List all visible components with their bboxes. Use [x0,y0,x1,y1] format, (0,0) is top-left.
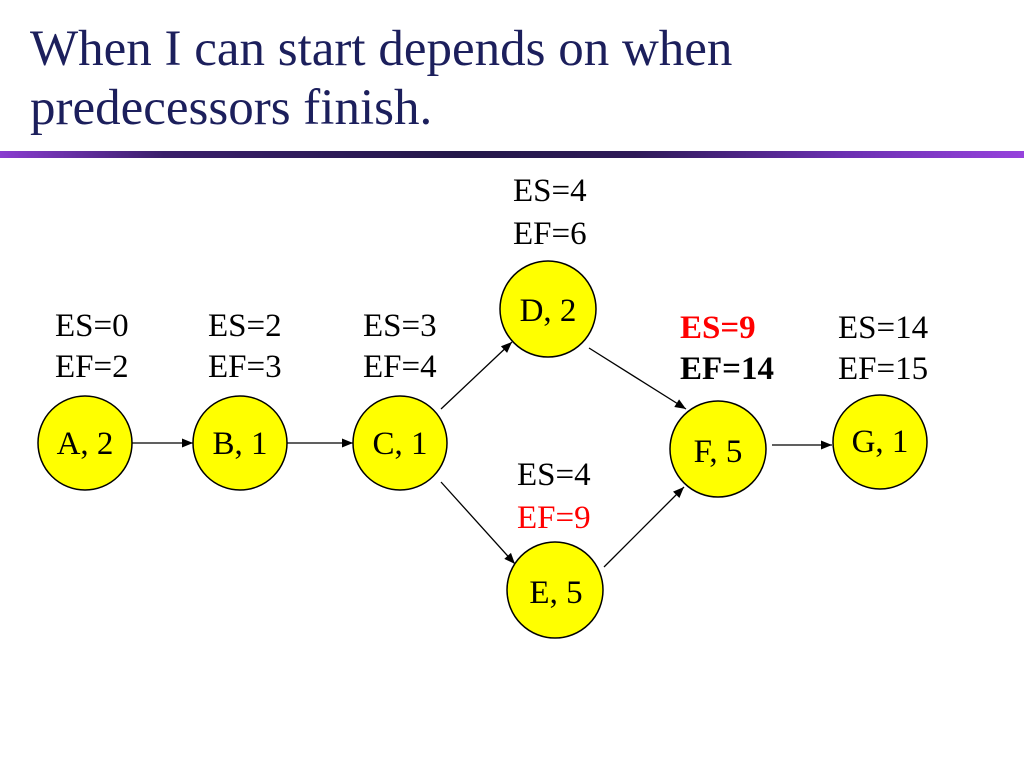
edge-e-f [603,486,685,568]
node-g-ef: EF=15 [838,351,928,387]
node-a: A, 2 ES=0 EF=2 [37,308,133,491]
node-b-ef: EF=3 [208,349,282,385]
node-c-es: ES=3 [363,308,437,344]
node-g: G, 1 ES=14 EF=15 [832,310,928,490]
node-f-circle [669,400,767,498]
node-e: E, 5 ES=4 EF=9 [506,457,604,639]
node-f-label: F, 5 [694,434,743,470]
node-e-label: E, 5 [529,575,582,611]
edge-d-f-arrowhead [674,399,686,409]
node-f-ef: EF=14 [680,351,774,387]
node-b-circle [192,395,288,491]
node-d: D, 2 ES=4 EF=6 [499,173,597,358]
node-b: B, 1 ES=2 EF=3 [192,308,288,491]
node-g-label: G, 1 [852,424,909,460]
node-d-ef: EF=6 [513,216,587,252]
edge-c-d [440,341,513,410]
edge-b-c-arrowhead [342,438,353,448]
slide-title-line-1: When I can start depends on when [30,21,732,77]
node-e-ef: EF=9 [517,500,591,536]
node-d-circle [499,260,597,358]
node-f-es: ES=9 [680,310,756,346]
node-a-label: A, 2 [57,426,114,462]
node-a-es: ES=0 [55,308,129,344]
edge-d-f [588,347,687,410]
node-c-label: C, 1 [372,426,427,462]
node-a-circle [37,395,133,491]
slide-title-line-2: predecessors finish. [30,80,432,136]
edge-a-b-arrowhead [182,438,193,448]
node-c-ef: EF=4 [363,349,437,385]
node-d-es: ES=4 [513,173,587,209]
node-e-es: ES=4 [517,457,591,493]
node-g-es: ES=14 [838,310,928,346]
edge-c-e [440,481,516,565]
node-b-es: ES=2 [208,308,282,344]
edge-e-f-arrowhead [673,487,684,498]
node-d-label: D, 2 [520,293,577,329]
edge-c-d-arrowhead [500,342,512,353]
title-divider [0,151,1024,158]
node-f: F, 5 ES=9 EF=14 [669,310,774,498]
edges [132,341,832,568]
edge-c-e-arrowhead [504,552,515,564]
edge-f-g-arrowhead [821,440,832,450]
node-c-circle [352,395,448,491]
node-b-label: B, 1 [212,426,267,462]
node-g-circle [832,394,928,490]
node-a-ef: EF=2 [55,349,129,385]
node-c: C, 1 ES=3 EF=4 [352,308,448,491]
node-e-circle [506,541,604,639]
